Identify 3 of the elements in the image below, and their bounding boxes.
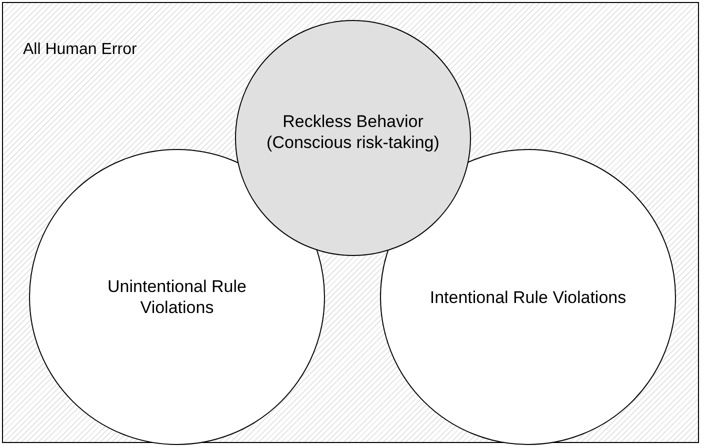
- hatched-frame: [2, 2, 699, 443]
- shaded-circle: Reckless Behavior (Conscious risk-taking): [235, 20, 471, 256]
- frame-title: All Human Error: [23, 41, 137, 59]
